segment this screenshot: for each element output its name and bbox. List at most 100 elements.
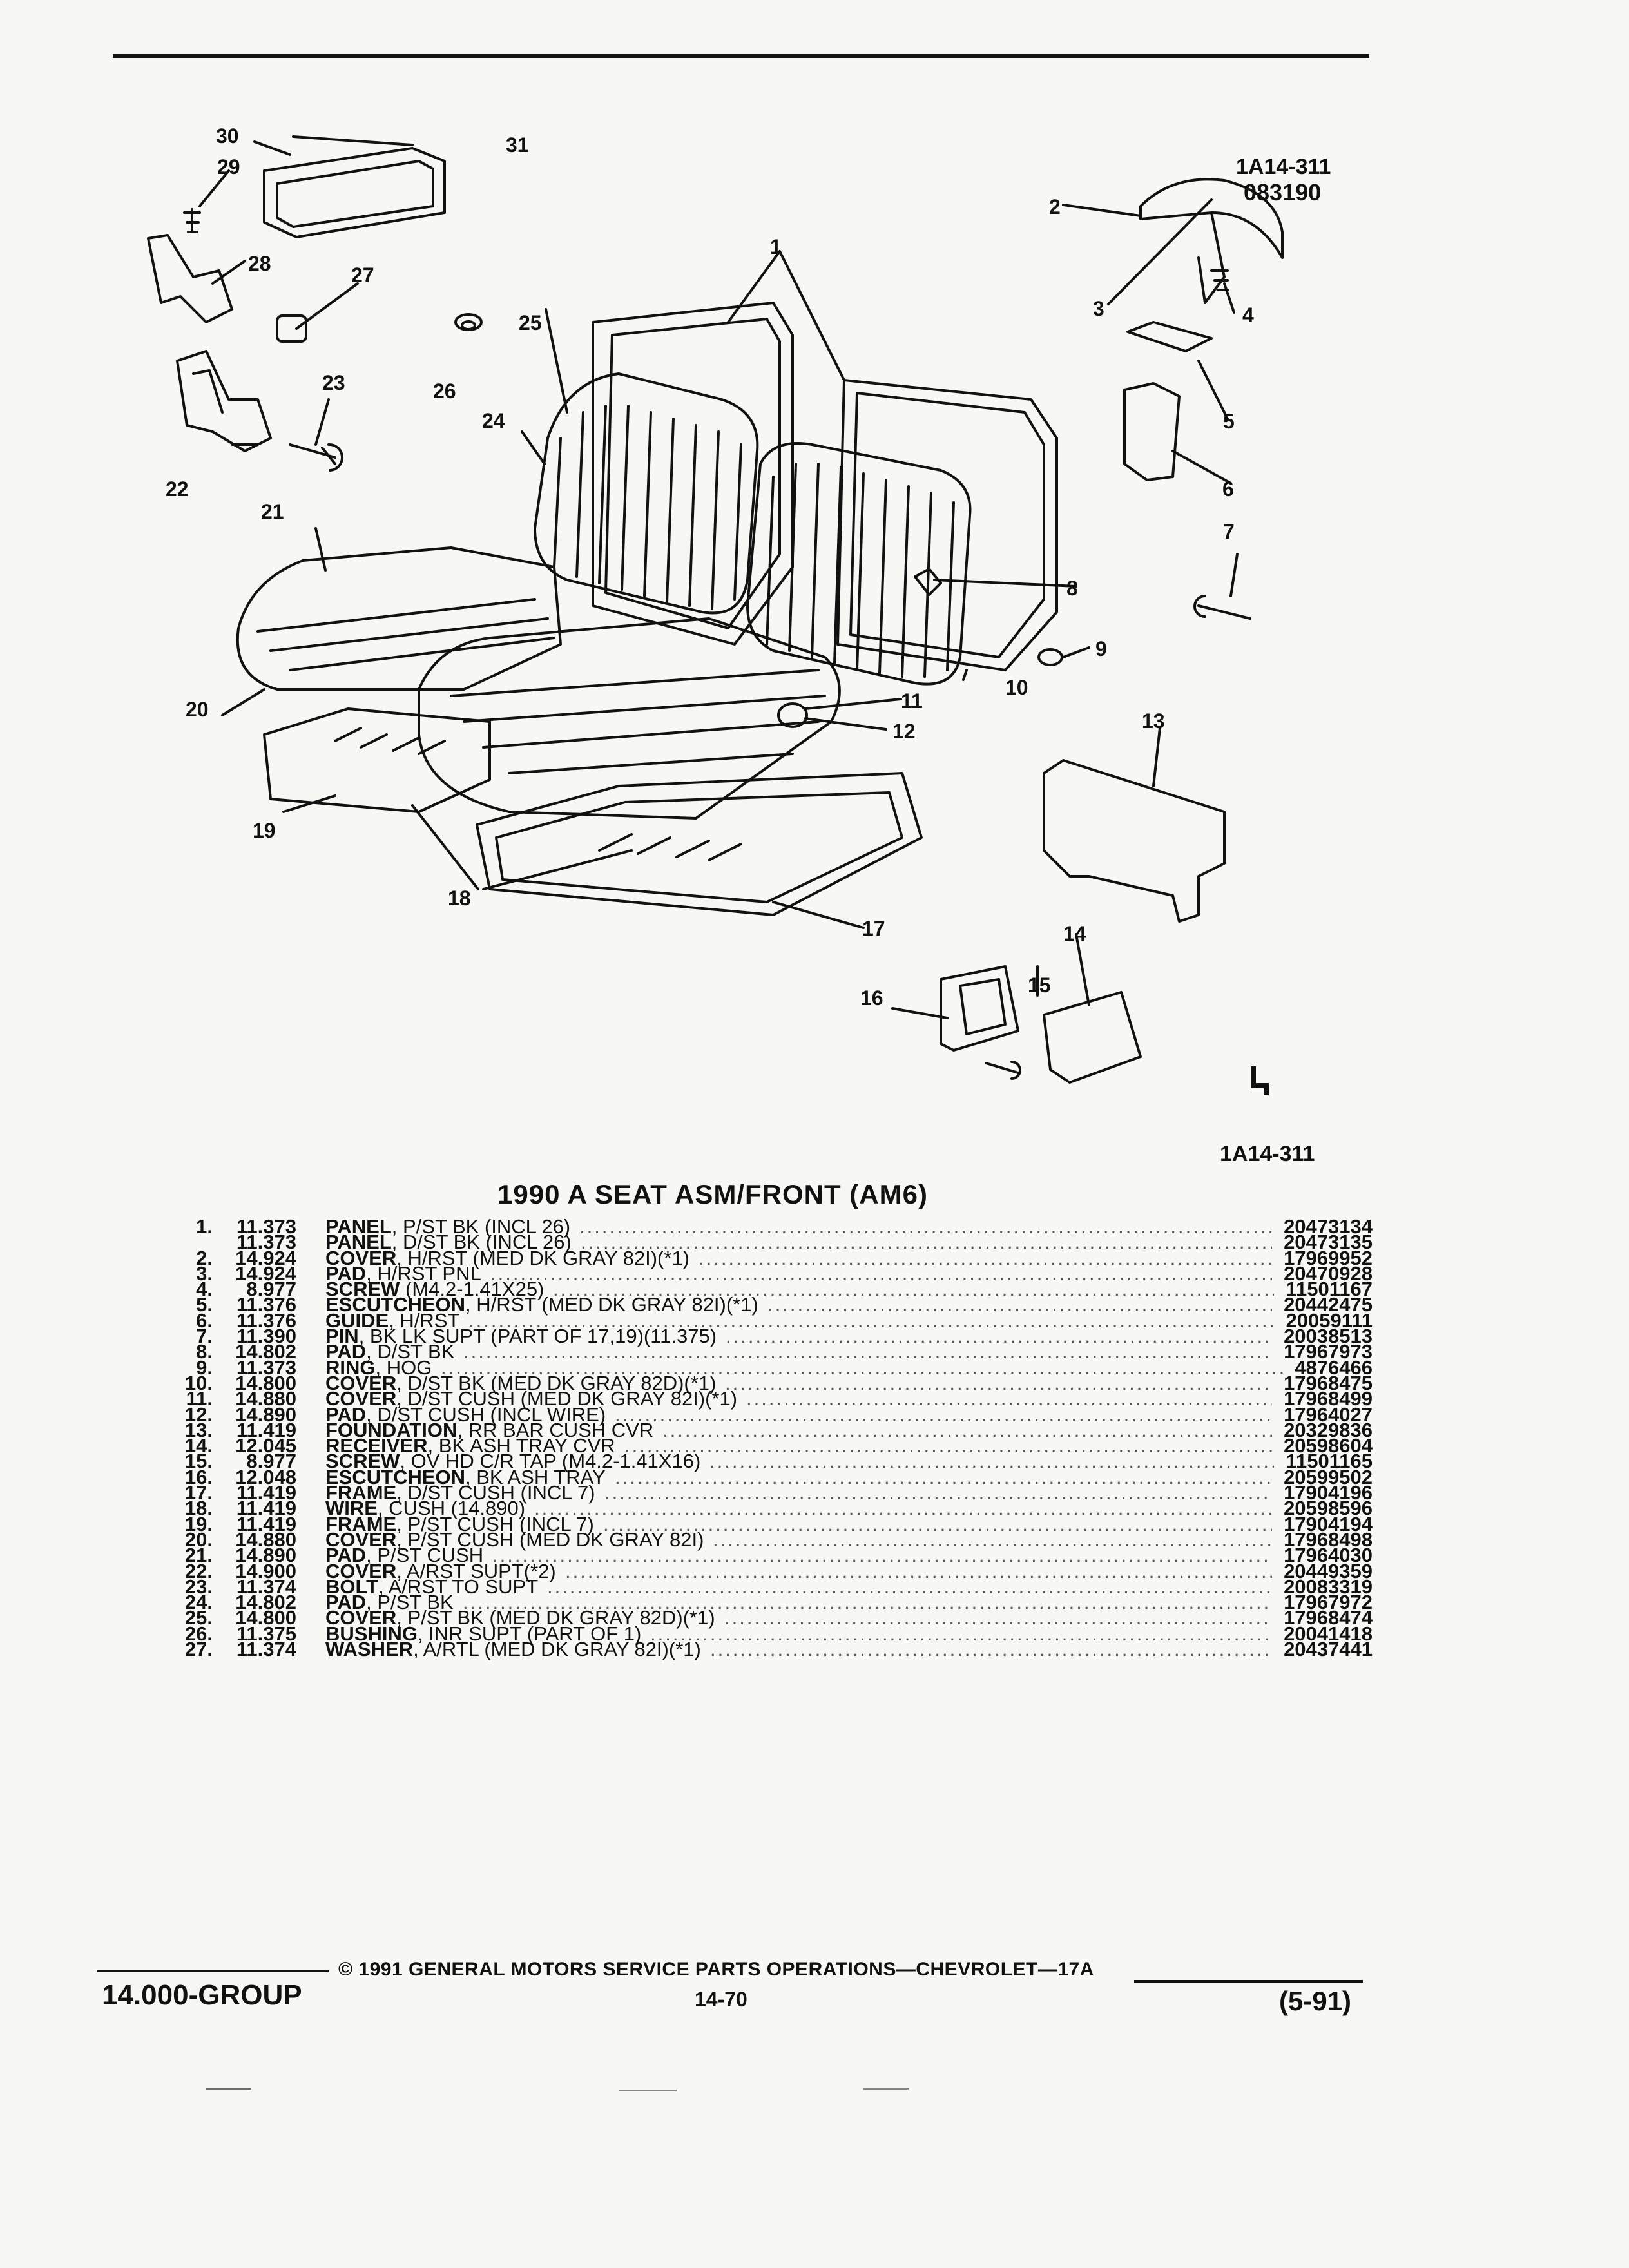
part-number: 17964030 [1284,1544,1373,1567]
part-name: BOLT [325,1575,379,1598]
dot-leader: ........................................… [492,1548,1272,1564]
part-description: ESCUTCHEON, BK ASH TRAY [325,1467,606,1487]
callout-27: 27 [351,264,374,287]
callout-6: 6 [1222,477,1234,501]
group-number: 11.419 [236,1512,296,1535]
part-detail: , H/RST [389,1309,460,1332]
item-number: 3. [196,1262,213,1285]
group-number: 11.374 [236,1575,296,1598]
group-number: 11.419 [236,1418,296,1441]
dot-leader: ........................................… [709,1454,1274,1470]
dot-leader: ........................................… [534,1501,1272,1517]
item-number: 1. [196,1215,213,1238]
callout-20: 20 [186,698,209,721]
part-detail: , HOG [375,1356,432,1379]
footer-group: 14.000-GROUP [102,1979,302,2011]
part-detail: , A/RST TO SUPT [378,1575,539,1598]
part-description: FRAME, P/ST CUSH (INCL 7) [325,1514,594,1534]
part-detail: , P/ST CUSH (INCL 7) [396,1512,594,1535]
part-detail: , CUSH (14.890) [377,1497,526,1520]
item-number: 19. [184,1512,213,1535]
part-description: COVER, H/RST (MED DK GRAY 82I)(*1) [325,1248,689,1268]
part-name: FRAME [325,1481,397,1504]
part-name: WIRE [325,1497,378,1520]
dot-leader: ........................................… [468,1312,1274,1329]
parts-row: 18. 11.419 WIRE, CUSH (14.890) 20598596....… [161,1497,1373,1520]
callout-5: 5 [1223,410,1235,433]
part-description: WASHER, A/RTL (MED DK GRAY 82I)(*1) [325,1639,701,1659]
dot-leader: ........................................… [746,1391,1272,1407]
callout-15: 15 [1028,974,1051,997]
part-number: 17964027 [1284,1403,1373,1426]
part-description: PAD, H/RST PNL [325,1264,481,1283]
group-number: 11.419 [236,1497,296,1520]
callout-10: 10 [1005,676,1028,699]
part-number: 20598604 [1284,1434,1373,1457]
part-description: PAD, D/ST BK [325,1341,454,1361]
part-description: COVER, D/ST BK (MED DK GRAY 82D)(*1) [325,1373,716,1393]
part-description: COVER, A/RST SUPT(*2) [325,1561,556,1581]
part-number: 11501167 [1286,1278,1373,1301]
part-description: FOUNDATION, RR BAR CUSH CVR [325,1420,653,1440]
item-number: 7. [196,1325,213,1348]
part-name: GUIDE [325,1309,389,1332]
part-description: GUIDE, H/RST [325,1311,459,1331]
group-number: 11.390 [236,1325,296,1348]
callout-26: 26 [433,380,456,403]
group-number: 14.880 [235,1528,296,1551]
part-detail: , RR BAR CUSH CVR [457,1418,654,1441]
part-detail: , H/RST (MED DK GRAY 82I)(*1) [465,1293,758,1316]
dot-leader: ........................................… [624,1438,1272,1454]
part-detail: , BK ASH TRAY CVR [427,1434,615,1457]
part-number: 20598596 [1284,1497,1373,1520]
page-title: 1990 A SEAT ASM/FRONT (AM6) [497,1179,928,1209]
part-description: BUSHING, INR SUPT (PART OF 1) [325,1624,641,1644]
top-rule [113,54,1369,58]
footer-rule-left [97,1970,329,1972]
logo-mark [1251,1066,1269,1095]
part-name: BUSHING [325,1622,418,1645]
callout-22: 22 [166,477,189,501]
part-number: 17968499 [1284,1387,1373,1410]
group-number: 12.048 [235,1465,296,1488]
item-number: 17. [184,1481,213,1504]
item-number: 10. [184,1371,213,1394]
item-number: 18. [184,1497,213,1520]
group-number: 11.374 [236,1638,296,1661]
callout-29: 29 [217,155,240,178]
dot-leader: ........................................… [579,1219,1272,1235]
callout-7: 7 [1223,520,1235,543]
dot-leader: ........................................… [699,1250,1272,1266]
item-number: 16. [184,1465,213,1488]
item-number: 13. [184,1418,213,1441]
callout-24: 24 [482,409,505,432]
callout-8: 8 [1066,577,1078,600]
part-number: 20083319 [1284,1575,1373,1598]
group-number: 14.924 [235,1246,296,1269]
part-detail: , P/ST CUSH (MED DK GRAY 82I) [396,1528,704,1551]
group-number: 14.890 [235,1403,296,1426]
item-number: 9. [196,1356,213,1379]
dot-leader: ........................................… [724,1610,1272,1626]
group-number: 8.977 [246,1450,296,1473]
part-number: 17968498 [1284,1528,1373,1551]
group-number: 14.800 [235,1606,296,1629]
part-detail: , OV HD C/R TAP (M4.2-1.41X16) [400,1450,701,1473]
part-description: COVER, P/ST CUSH (MED DK GRAY 82I) [325,1530,704,1550]
callout-25: 25 [519,311,542,334]
part-number: 4876466 [1295,1356,1373,1379]
part-name: COVER [325,1528,397,1551]
